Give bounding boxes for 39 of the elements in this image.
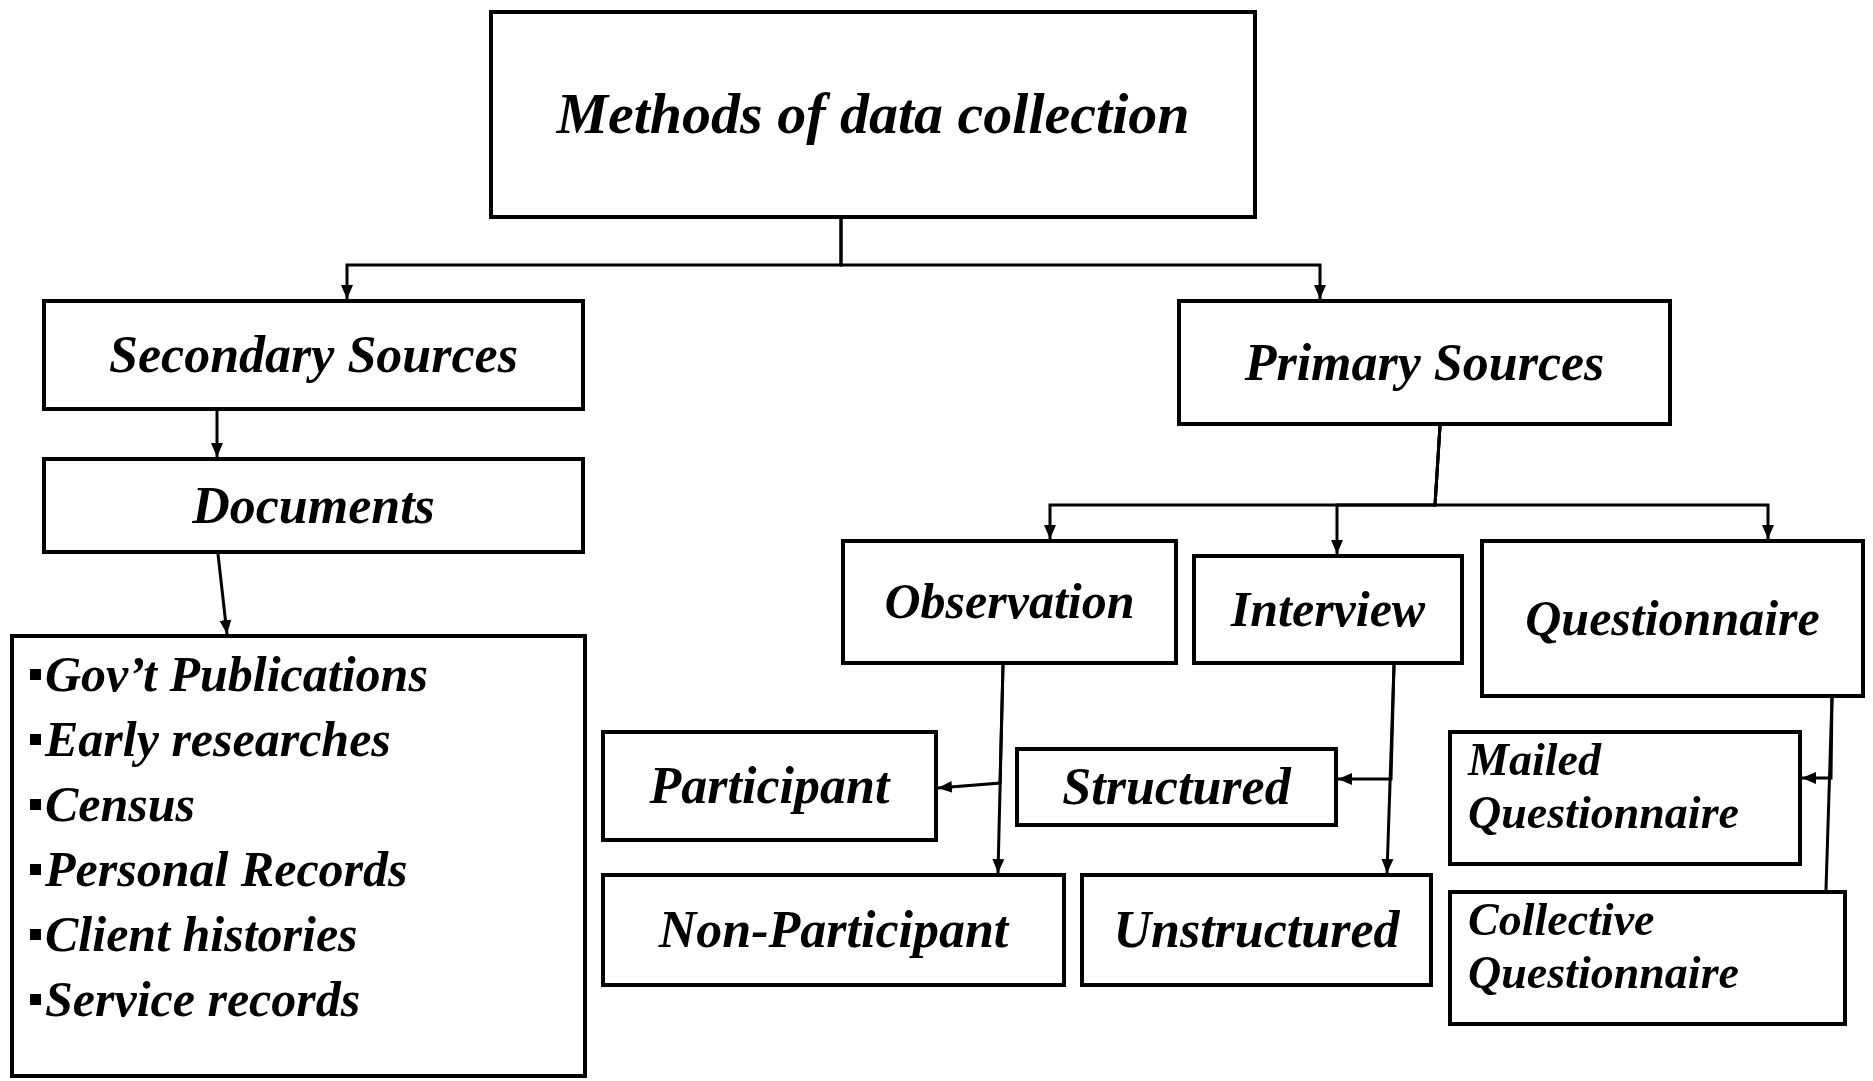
process-box	[1192, 554, 1464, 665]
list-item: Service records	[45, 970, 361, 1029]
process-box	[42, 299, 585, 411]
process-box	[1448, 890, 1847, 1026]
arrow	[839, 219, 1326, 299]
node-label: Interview	[1230, 580, 1426, 639]
node-label: Documents	[192, 475, 435, 536]
node-label: Collective Questionnaire	[1468, 894, 1740, 1000]
process-box	[1015, 747, 1338, 827]
arrow	[1433, 425, 1774, 539]
process-box	[42, 457, 585, 554]
process-box	[1080, 873, 1433, 987]
node-label: Methods of data collection	[556, 81, 1190, 148]
list-item: Census	[45, 775, 196, 834]
arrow	[211, 411, 223, 457]
process-box	[10, 634, 587, 1078]
node-label: Primary Sources	[1244, 332, 1605, 393]
arrow	[216, 553, 232, 635]
process-box	[841, 539, 1178, 665]
list-item: Early researches	[45, 710, 391, 769]
node-label: Structured	[1062, 757, 1291, 817]
process-box	[1177, 299, 1672, 426]
node-label: Observation	[884, 573, 1135, 631]
process-box	[601, 873, 1066, 987]
process-box	[1448, 730, 1802, 866]
node-label: Participant	[649, 756, 890, 816]
arrow	[1381, 664, 1396, 874]
node-label: Unstructured	[1113, 900, 1400, 960]
list-item: Client histories	[45, 905, 358, 964]
arrow	[992, 664, 1005, 874]
list-item: Gov’t Publications	[45, 645, 428, 704]
node-label: Mailed Questionnaire	[1468, 734, 1740, 840]
node-label: Questionnaire	[1525, 589, 1820, 648]
node-label: Non-Participant	[658, 900, 1009, 960]
process-box	[601, 730, 938, 842]
list-item: Personal Records	[45, 840, 408, 899]
node-label: Secondary Sources	[109, 325, 518, 385]
process-box	[489, 10, 1257, 219]
process-box	[1480, 539, 1865, 698]
